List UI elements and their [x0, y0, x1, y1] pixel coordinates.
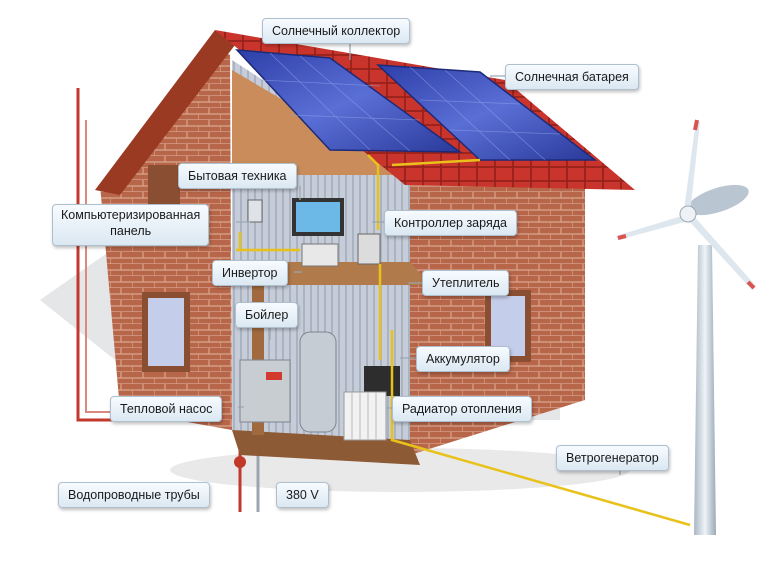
accumulator-box	[364, 366, 400, 396]
computer-panel-box	[247, 199, 263, 223]
label-inverter: Инвертор	[212, 260, 288, 286]
label-voltage: 380 V	[276, 482, 329, 508]
radiator	[343, 391, 387, 441]
heat-pump-unit	[239, 359, 291, 423]
label-accumulator: Аккумулятор	[416, 346, 510, 372]
label-computer-panel: Компьютеризированная панель	[52, 204, 210, 246]
label-water-pipes: Водопроводные трубы	[58, 482, 210, 508]
label-computer-panel-line1: Компьютеризированная	[61, 208, 201, 222]
label-appliances: Бытовая техника	[178, 163, 297, 189]
label-solar-collector: Солнечный коллектор	[262, 18, 411, 44]
label-radiator: Радиатор отопления	[392, 396, 532, 422]
label-insulation: Утеплитель	[422, 270, 510, 296]
boiler-tank	[299, 331, 337, 433]
label-computer-panel-line2: панель	[110, 224, 152, 238]
label-wind-generator: Ветрогенератор	[556, 445, 669, 471]
label-charge-controller: Контроллер заряда	[384, 210, 517, 236]
inverter-box	[301, 243, 339, 267]
solar-battery-panel	[375, 64, 598, 161]
wiring	[236, 154, 691, 527]
left-window	[142, 292, 190, 372]
label-solar-battery: Солнечная батарея	[505, 64, 639, 90]
ground-shadow	[170, 448, 630, 492]
roof-left	[95, 30, 235, 195]
label-boiler: Бойлер	[235, 302, 299, 328]
wind-turbine	[616, 119, 756, 535]
charge-controller-box	[357, 233, 381, 265]
label-heat-pump: Тепловой насос	[110, 396, 223, 422]
